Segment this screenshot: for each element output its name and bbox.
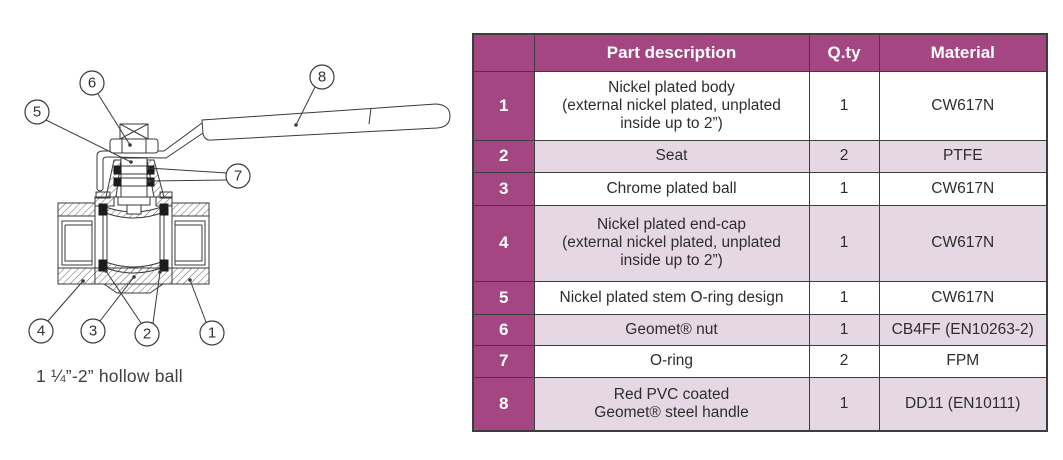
stem-nut [109, 123, 159, 154]
row-number-cell: 7 [472, 344, 535, 378]
valve-diagram: 5 6 8 7 4 3 2 1 [24, 64, 451, 347]
qty-cell: 1 [808, 70, 880, 141]
svg-text:2: 2 [143, 326, 151, 343]
ball-section [102, 205, 165, 274]
row-number-cell: 1 [472, 70, 535, 141]
svg-text:3: 3 [89, 323, 97, 340]
row-number-cell: 6 [472, 313, 535, 346]
material-cell: CW617N [878, 171, 1048, 206]
material-cell: CW617N [878, 280, 1048, 315]
svg-text:5: 5 [33, 104, 41, 121]
qty-cell: 1 [808, 376, 880, 432]
callout-1: 1 [199, 320, 225, 346]
part-description-cell: O-ring [533, 344, 810, 378]
part-description-cell: Geomet® nut [533, 313, 810, 346]
svg-text:8: 8 [318, 69, 326, 86]
part-description-cell: Nickel plated stem O-ring design [533, 280, 810, 315]
header-blank [472, 33, 535, 72]
part-description-cell: Chrome plated ball [533, 171, 810, 206]
valve-body [57, 191, 210, 294]
callout-8: 8 [309, 64, 335, 90]
leader-lines [45, 86, 316, 324]
svg-text:4: 4 [37, 323, 45, 340]
seat-rings [98, 203, 169, 272]
part-description-cell: Nickel plated end-cap (external nickel p… [533, 204, 810, 282]
header-qty: Q.ty [808, 33, 880, 72]
row-number-cell: 3 [472, 171, 535, 206]
o-rings [113, 165, 155, 187]
callout-5: 5 [24, 99, 50, 125]
callout-2: 2 [134, 321, 160, 347]
material-cell: CW617N [878, 70, 1048, 141]
row-number-cell: 2 [472, 139, 535, 173]
header-part-description: Part description [533, 33, 810, 72]
material-cell: CW617N [878, 204, 1048, 282]
svg-text:6: 6 [88, 75, 96, 92]
material-cell: CB4FF (EN10263-2) [878, 313, 1048, 346]
row-number-cell: 5 [472, 280, 535, 315]
qty-cell: 2 [808, 139, 880, 173]
material-cell: PTFE [878, 139, 1048, 173]
material-cell: DD11 (EN10111) [878, 376, 1048, 432]
callout-7: 7 [225, 163, 251, 189]
diagram-caption: 1 ¼”-2” hollow ball [36, 366, 183, 386]
handle-grip [201, 103, 451, 141]
qty-cell: 1 [808, 280, 880, 315]
part-description-cell: Red PVC coated Geomet® steel handle [533, 376, 810, 432]
drain-boss [102, 283, 165, 294]
qty-cell: 1 [808, 313, 880, 346]
qty-cell: 1 [808, 204, 880, 282]
part-description-cell: Seat [533, 139, 810, 173]
callout-3: 3 [80, 318, 106, 344]
material-cell: FPM [878, 344, 1048, 378]
callout-6: 6 [79, 70, 105, 96]
stem-assembly [105, 157, 165, 215]
header-material: Material [878, 33, 1048, 72]
row-number-cell: 8 [472, 376, 535, 432]
parts-table-header: Part description Q.ty Material [472, 33, 1048, 72]
qty-cell: 2 [808, 344, 880, 378]
callout-4: 4 [28, 318, 54, 344]
handle-lever [96, 122, 207, 192]
row-number-cell: 4 [472, 204, 535, 282]
qty-cell: 1 [808, 171, 880, 206]
svg-text:7: 7 [234, 168, 242, 185]
part-description-cell: Nickel plated body (external nickel plat… [533, 70, 810, 141]
svg-text:1: 1 [208, 325, 216, 342]
